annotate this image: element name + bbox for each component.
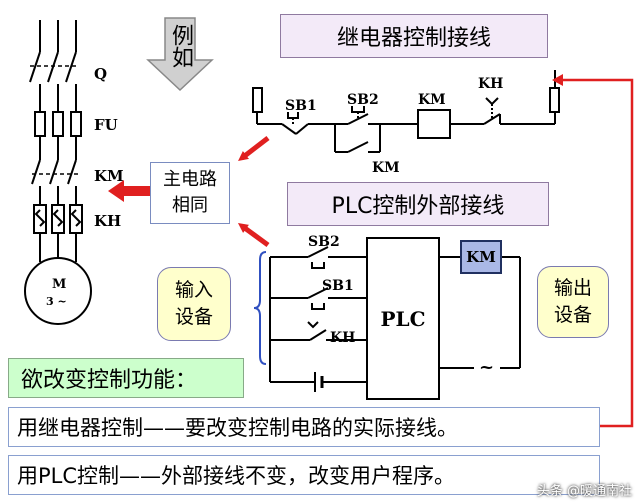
plc-ac-source: ~ — [479, 357, 494, 378]
plc-km-label: KM — [466, 248, 496, 266]
relay-sb1-label: SB1 — [285, 98, 317, 114]
plc-km-output: KM — [460, 240, 502, 274]
output-device-label: 输出设备 — [553, 277, 592, 326]
input-brace — [253, 251, 267, 365]
plc-block-label: PLC — [380, 306, 426, 331]
relay-kh-label: KH — [478, 76, 503, 92]
relay-circuit — [252, 70, 560, 153]
function-change-box: 欲改变控制功能： — [8, 358, 244, 398]
label-q: Q — [94, 65, 107, 83]
main-circuit-same-label: 主电路相同 — [163, 169, 217, 216]
example-arrow — [146, 17, 214, 92]
plc-statement-box: 用PLC控制——外部接线不变，改变用户程序。 — [8, 455, 600, 495]
plc-kh-label: KH — [330, 330, 355, 346]
red-arrows — [108, 74, 634, 430]
input-device-label: 输入设备 — [174, 279, 213, 328]
plc-title: PLC控制外部接线 — [287, 182, 549, 226]
main-circuit-same-box: 主电路相同 — [150, 162, 230, 224]
relay-km-coil-label: KM — [418, 92, 446, 108]
plc-circuit — [269, 246, 521, 392]
watermark: 头条 @暖通南社 — [536, 484, 632, 499]
input-device-callout: 输入设备 — [157, 267, 231, 341]
relay-statement-box: 用继电器控制——要改变控制电路的实际接线。 — [8, 407, 600, 447]
label-kh-main: KH — [94, 212, 121, 230]
plc-block: PLC — [366, 237, 440, 400]
relay-title: 继电器控制接线 — [280, 14, 548, 58]
main-circuit — [24, 20, 92, 325]
label-km-main: KM — [94, 167, 124, 185]
motor-label: M — [52, 277, 66, 292]
motor-sub-label: 3 ~ — [46, 295, 67, 308]
output-device-callout: 输出设备 — [537, 266, 609, 338]
label-fu: FU — [94, 116, 118, 134]
plc-sb2-label: SB2 — [308, 234, 340, 250]
example-label: 例如 — [168, 24, 193, 68]
relay-sb2-label: SB2 — [347, 92, 379, 108]
relay-km-contact-label: KM — [372, 160, 400, 176]
plc-sb1-label: SB1 — [322, 278, 354, 294]
